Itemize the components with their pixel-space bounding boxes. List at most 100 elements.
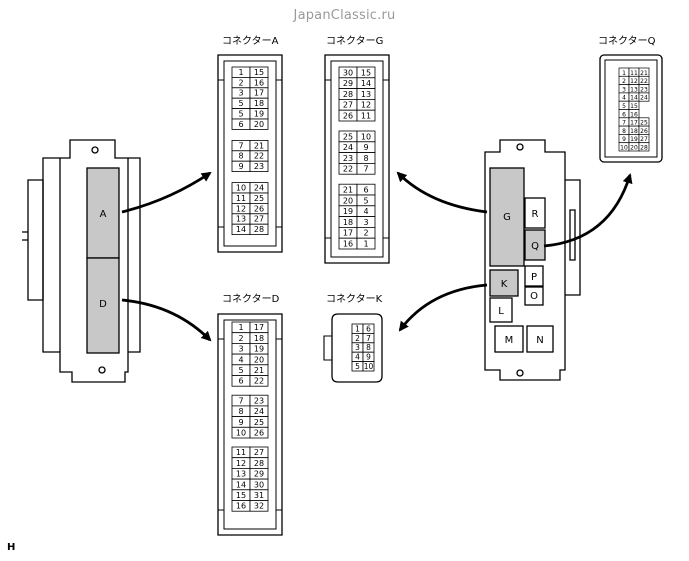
right-housing-hole-bottom: [516, 369, 524, 377]
pin-number: 25: [640, 120, 648, 127]
pin-number: 4: [363, 207, 368, 216]
pin-number: 19: [254, 345, 264, 354]
left-socket-d: [86, 257, 120, 354]
pin-number: 24: [254, 184, 264, 193]
left-housing-body: [42, 139, 129, 383]
pin-number: 8: [238, 407, 243, 416]
pin-number: 15: [236, 491, 246, 500]
watermark: JapanClassic.ru: [293, 8, 396, 23]
pin-number: 22: [254, 152, 264, 161]
pin-number: 23: [343, 154, 353, 163]
pin-number: 8: [622, 128, 626, 135]
pin-number: 16: [343, 240, 353, 249]
pin-number: 12: [361, 101, 371, 110]
right-socket-n-label: N: [536, 335, 543, 346]
pin-number: 26: [640, 128, 648, 135]
pin-cell: [638, 142, 650, 152]
pin-number: 28: [254, 459, 264, 468]
pin-number: 1: [355, 324, 360, 333]
pin-number: 18: [254, 334, 264, 343]
pin-number: 27: [640, 136, 648, 143]
pin-number: 6: [238, 120, 243, 129]
right-socket-o-label: O: [530, 291, 538, 302]
arrow-g: [396, 171, 488, 214]
right-socket-q-label: Q: [531, 241, 539, 252]
arrow-k: [398, 283, 488, 332]
right-ecu-housing: [484, 139, 581, 381]
pin-number: 19: [254, 110, 264, 119]
pin-number: 25: [254, 194, 264, 203]
pin-number: 11: [361, 112, 371, 121]
pin-number: 3: [622, 86, 626, 93]
pin-number: 29: [254, 470, 264, 479]
pin-number: 5: [238, 110, 243, 119]
pin-cell: [638, 92, 650, 102]
right-socket-k: [489, 269, 519, 297]
pin-number: 8: [363, 154, 368, 163]
pin-number: 1: [238, 323, 243, 332]
conn-a-outline: [217, 54, 283, 253]
pin-number: 3: [238, 345, 243, 354]
pin-number: 17: [254, 323, 264, 332]
right-socket-l: [489, 297, 513, 323]
right-socket-g-label: G: [503, 212, 511, 223]
pin-number: 27: [254, 448, 264, 457]
conn-d-latches: [218, 338, 282, 511]
right-housing-body: [484, 139, 566, 381]
pin-number: 4: [355, 353, 360, 362]
pin-number: 7: [238, 141, 243, 150]
pin-number: 15: [254, 68, 264, 77]
pin-number: 1: [238, 68, 243, 77]
pin-number: 19: [630, 136, 638, 143]
pin-number: 29: [343, 79, 353, 88]
pin-number: 31: [254, 491, 264, 500]
arrow-d: [121, 298, 212, 342]
pin-number: 10: [620, 145, 628, 152]
pin-number: 16: [254, 78, 264, 87]
pin-number: 22: [343, 165, 353, 174]
pin-number: 8: [238, 152, 243, 161]
pin-number: 5: [238, 99, 243, 108]
pin-number: 18: [343, 218, 353, 227]
pin-number: 14: [236, 225, 246, 234]
left-housing-bracket: [27, 179, 44, 301]
conn-q-inner: [604, 59, 658, 158]
pin-number: 3: [238, 89, 243, 98]
right-socket-p-label: P: [531, 272, 537, 283]
pin-cell: [362, 361, 375, 372]
pin-number: 18: [254, 99, 264, 108]
pin-number: 4: [238, 355, 243, 364]
right-socket-m: [494, 325, 524, 353]
pin-number: 8: [366, 343, 371, 352]
pin-number: 28: [640, 145, 648, 152]
connector-g-label: コネクターG: [326, 36, 384, 47]
pin-number: 26: [343, 112, 353, 121]
pin-number: 5: [363, 196, 368, 205]
pin-number: 13: [361, 90, 371, 99]
right-socket-g: [489, 167, 525, 267]
right-socket-m-label: M: [505, 335, 514, 346]
pin-number: 6: [622, 111, 626, 118]
right-socket-l-label: L: [498, 306, 504, 317]
pin-number: 21: [343, 186, 353, 195]
pin-number: 14: [236, 480, 246, 489]
left-housing-rail: [128, 157, 141, 353]
pin-number: 14: [630, 95, 638, 102]
pin-number: 17: [630, 120, 638, 127]
pin-number: 9: [238, 162, 243, 171]
conn-g-inner: [330, 60, 384, 258]
arrow-a: [121, 171, 212, 214]
pin-cell: [249, 375, 269, 387]
pin-number: 25: [343, 132, 353, 141]
pin-cell: [249, 118, 269, 130]
connector-k-label: コネクターK: [326, 294, 383, 305]
pin-number: 4: [622, 95, 626, 102]
pin-number: 13: [236, 215, 246, 224]
pin-number: 24: [343, 143, 353, 152]
conn-g-outline: [324, 54, 390, 264]
left-housing-hole-top: [91, 146, 99, 154]
pin-number: 2: [622, 78, 626, 85]
connector-q-label: コネクターQ: [598, 36, 656, 47]
